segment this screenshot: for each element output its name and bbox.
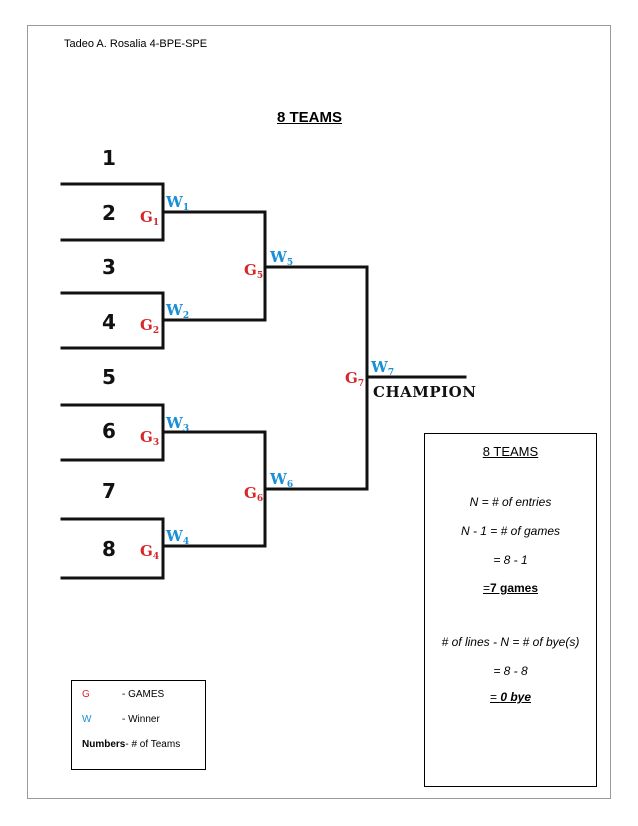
game-label-g4: G4 [140, 542, 159, 562]
legend-box: G - GAMES W - Winner Numbers- # of Teams [71, 680, 206, 770]
winner-label-w2: W2 [165, 301, 189, 321]
calc-bye-substitution: = 8 - 8 [493, 664, 528, 678]
winner-label-w4: W4 [165, 527, 189, 547]
seed-number-5: 5 [102, 365, 116, 389]
legend-games-desc: - GAMES [122, 689, 165, 700]
legend-games-row: G - GAMES [82, 689, 164, 700]
winner-label-w6: W6 [269, 470, 293, 490]
calc-games-formula: N - 1 = # of games [460, 524, 561, 538]
seed-number-4: 4 [102, 310, 116, 334]
winner-label-w7: W7 [370, 358, 394, 378]
winner-label-w5: W5 [269, 248, 293, 268]
seed-number-7: 7 [102, 479, 116, 503]
calc-entries-formula: N = # of entries [469, 495, 552, 509]
legend-winner-key: W [82, 714, 92, 725]
calculation-box: 8 TEAMS N = # of entries N - 1 = # of ga… [424, 433, 597, 787]
seed-number-6: 6 [102, 419, 116, 443]
calc-games-value: 7 games [489, 581, 539, 595]
winner-label-w3: W3 [165, 414, 189, 434]
seed-number-1: 1 [102, 146, 116, 170]
legend-winner-desc: - Winner [122, 714, 160, 725]
seed-number-2: 2 [102, 201, 116, 225]
legend-games-key: G [82, 689, 90, 700]
legend-numbers-row: Numbers- # of Teams [82, 739, 180, 750]
author-header: Tadeo A. Rosalia 4-BPE-SPE [64, 38, 208, 50]
game-label-g1: G1 [140, 208, 159, 228]
calc-bye-formula: # of lines - N = # of bye(s) [441, 635, 580, 649]
page-title: 8 TEAMS [277, 109, 343, 126]
seed-number-3: 3 [102, 255, 116, 279]
calc-games-substitution: = 8 - 1 [493, 553, 528, 567]
game-label-g3: G3 [140, 428, 159, 448]
page-border [27, 25, 611, 799]
legend-numbers-key: Numbers [82, 739, 126, 750]
champion-label: CHAMPION [373, 383, 476, 401]
game-label-g7: G7 [345, 369, 364, 389]
game-label-g5: G5 [244, 261, 263, 281]
legend-numbers-desc: - # of Teams [125, 739, 181, 750]
legend-winner-row: W - Winner [82, 714, 160, 725]
calc-bye-value: 0 bye [500, 690, 532, 704]
calc-bye-result: = 0 bye [425, 690, 596, 704]
calc-games-equals: = [482, 581, 490, 595]
calc-games-result: =7 games [425, 581, 596, 595]
calc-bye-equals: = [489, 690, 501, 704]
game-label-g2: G2 [140, 316, 159, 336]
calc-title: 8 TEAMS [482, 444, 539, 459]
seed-number-8: 8 [102, 537, 116, 561]
game-label-g6: G6 [244, 484, 263, 504]
winner-label-w1: W1 [165, 193, 189, 213]
